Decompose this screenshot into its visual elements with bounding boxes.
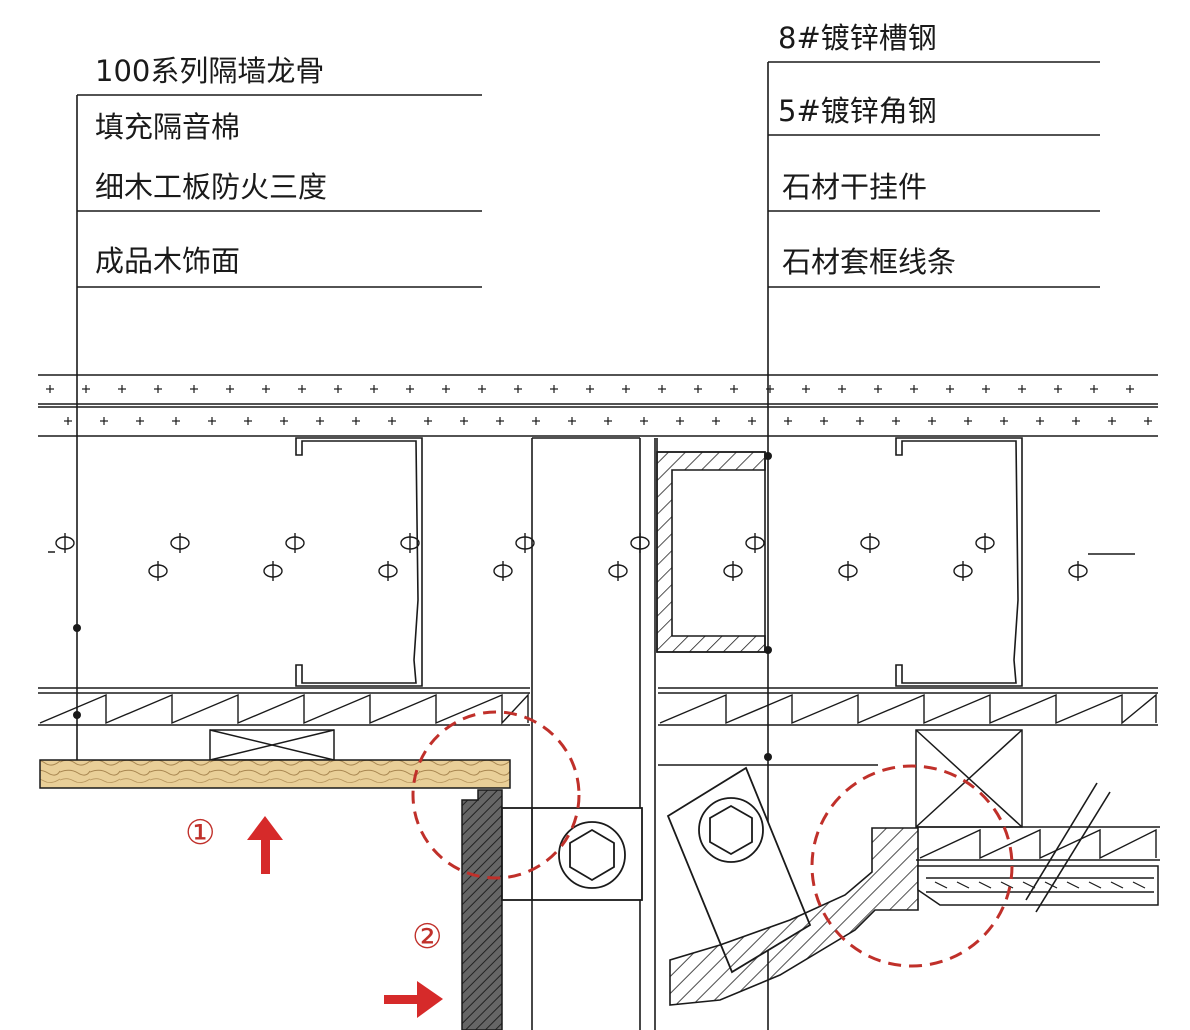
label-finished-wood-veneer: 成品木饰面 (95, 244, 240, 278)
label-angle-steel: 5#镀锌角钢 (778, 94, 937, 128)
board-fill-marks (46, 385, 1152, 425)
label-blockboard-fireproof: 细木工板防火三度 (95, 170, 327, 204)
c-stud-right (895, 437, 1023, 687)
top-board-layers (38, 374, 1158, 437)
insulation-marks (55, 533, 1088, 581)
stone-frame-trim (669, 827, 919, 1006)
channel-steel (656, 438, 766, 653)
marker-1: ① (185, 813, 215, 853)
hex-bolt-icon-2 (698, 797, 764, 863)
arrow-up-icon (247, 816, 283, 874)
wood-veneer-panel (39, 759, 511, 789)
side-panel (461, 789, 503, 1030)
arrow-right-icon (384, 981, 443, 1018)
label-stone-hanger: 石材干挂件 (782, 170, 927, 204)
hex-bolt-icon (558, 821, 626, 889)
c-stud-left (295, 437, 423, 687)
label-partition-keel: 100系列隔墙龙骨 (95, 54, 324, 88)
right-lower-frame (658, 729, 1160, 861)
break-lines (1025, 782, 1111, 913)
right-lower-zigzag (919, 828, 1157, 860)
wood-block-left (209, 729, 335, 761)
highlight-circle-left (411, 710, 581, 880)
bolt-plate-left (501, 807, 643, 901)
marker-2: ② (412, 917, 442, 957)
left-callout (76, 94, 482, 760)
stone-panel (917, 865, 1159, 906)
blockboard-strip (38, 687, 1158, 726)
label-stone-frame-trim: 石材套框线条 (782, 245, 956, 279)
blockboard-zigzag (39, 693, 1157, 725)
label-sound-insulation: 填充隔音棉 (95, 110, 240, 144)
label-channel-steel: 8#镀锌槽钢 (778, 21, 937, 55)
highlight-circle-right (810, 764, 1014, 968)
